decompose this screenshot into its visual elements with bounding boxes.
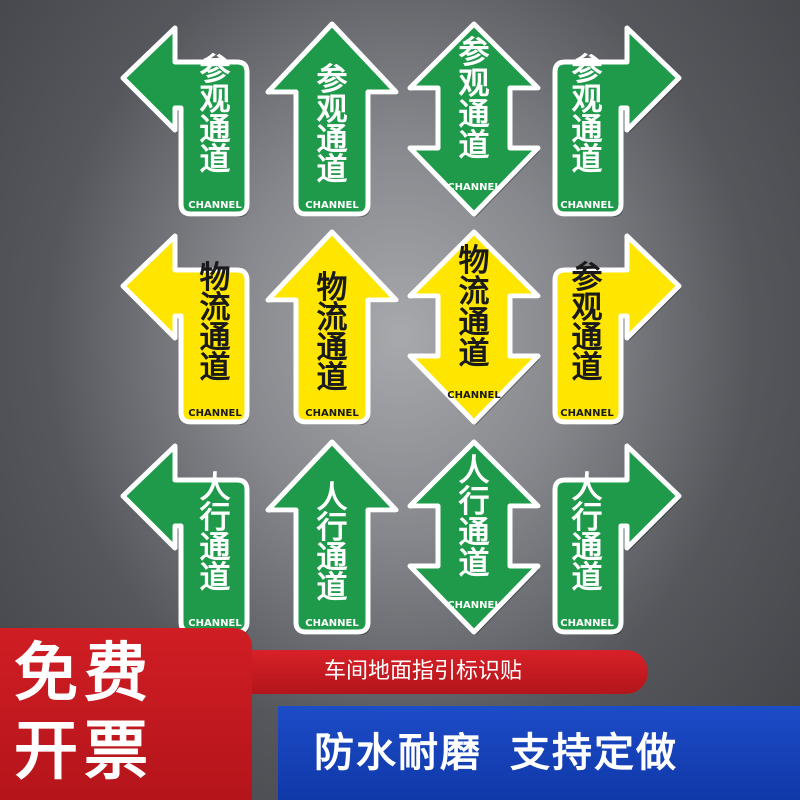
sign-character: 通: [572, 320, 603, 356]
sign-character: 道: [459, 336, 490, 372]
sign-character: 观: [572, 290, 603, 326]
sign-character: 通: [317, 122, 348, 158]
sign-character: 道: [317, 570, 348, 606]
sign-character: 人: [459, 453, 490, 489]
sign-character: 通: [200, 530, 231, 566]
sign-character: 流: [459, 274, 490, 310]
feature-bar: 防水耐磨支持定做: [278, 706, 800, 800]
sign-channel-label: CHANNEL: [560, 408, 614, 419]
up-arrow-shape: [265, 21, 399, 217]
sign-character: 通: [200, 320, 231, 356]
sign-character: 道: [317, 360, 348, 396]
sign-character: 通: [317, 330, 348, 366]
sign-character: 参: [459, 35, 490, 71]
sign-channel-label: CHANNEL: [560, 618, 614, 629]
sign-channel-label: CHANNEL: [188, 200, 242, 211]
badge-line-1: 免费: [14, 637, 154, 711]
double-arrow-shape: [407, 439, 541, 635]
right-arrow-shape: [552, 25, 682, 217]
sign-character: 物: [317, 270, 348, 306]
sign-character: 人: [572, 470, 603, 506]
sign-character: 参: [317, 62, 348, 98]
sign-channel-label: CHANNEL: [447, 600, 501, 611]
sign-character: 通: [572, 112, 603, 148]
sign-character: 通: [317, 540, 348, 576]
sign-character: 通: [459, 305, 490, 341]
sign-character: 观: [200, 82, 231, 118]
sign-character: 通: [459, 515, 490, 551]
sign-character: 人: [317, 480, 348, 516]
sign-character: 参: [572, 260, 603, 296]
sign-character: 道: [200, 560, 231, 596]
sign-character: 参: [572, 52, 603, 88]
sign-channel-label: CHANNEL: [560, 200, 614, 211]
sign-character: 道: [572, 142, 603, 178]
sign-channel-label: CHANNEL: [188, 618, 242, 629]
sign-character: 通: [200, 112, 231, 148]
sign-channel-label: CHANNEL: [305, 618, 359, 629]
sign-channel-label: CHANNEL: [188, 408, 242, 419]
feature-waterproof-text: 防水耐磨: [314, 730, 482, 776]
left-arrow-shape: [120, 25, 250, 217]
sign-character: 人: [200, 470, 231, 506]
sign-channel-label: CHANNEL: [447, 390, 501, 401]
up-arrow-shape: [265, 439, 399, 635]
free-invoice-badge: 免费 开票: [0, 628, 252, 800]
sign-character: 观: [572, 82, 603, 118]
right-arrow-shape: [552, 233, 682, 425]
sign-character: 道: [459, 546, 490, 582]
double-arrow-shape: [407, 21, 541, 217]
right-arrow-shape: [552, 443, 682, 635]
sign-character: 道: [459, 128, 490, 164]
sign-channel-label: CHANNEL: [305, 408, 359, 419]
sign-character: 道: [200, 350, 231, 386]
sign-character: 通: [572, 530, 603, 566]
product-title-text: 车间地面指引标识贴: [324, 659, 523, 684]
product-title-bar: 车间地面指引标识贴: [238, 650, 648, 694]
left-arrow-shape: [120, 233, 250, 425]
badge-line-2: 开票: [14, 715, 154, 789]
sign-channel-label: CHANNEL: [447, 182, 501, 193]
sign-character: 道: [317, 152, 348, 188]
up-arrow-shape: [265, 229, 399, 425]
sign-character: 观: [317, 92, 348, 128]
sign-character: 行: [199, 500, 231, 536]
sign-character: 流: [317, 300, 348, 336]
feature-custom-text: 支持定做: [510, 730, 678, 776]
sign-character: 参: [200, 52, 231, 88]
sign-character: 行: [316, 510, 348, 546]
double-arrow-shape: [407, 229, 541, 425]
sign-character: 道: [572, 350, 603, 386]
sign-character: 道: [572, 560, 603, 596]
sign-character: 道: [200, 142, 231, 178]
sign-character: 物: [200, 260, 231, 296]
sign-character: 观: [459, 66, 490, 102]
sign-character: 行: [571, 500, 603, 536]
sign-character: 物: [459, 243, 490, 279]
sign-character: 行: [458, 484, 490, 520]
sign-channel-label: CHANNEL: [305, 200, 359, 211]
sign-character: 流: [200, 290, 231, 326]
sign-character: 通: [459, 97, 490, 133]
